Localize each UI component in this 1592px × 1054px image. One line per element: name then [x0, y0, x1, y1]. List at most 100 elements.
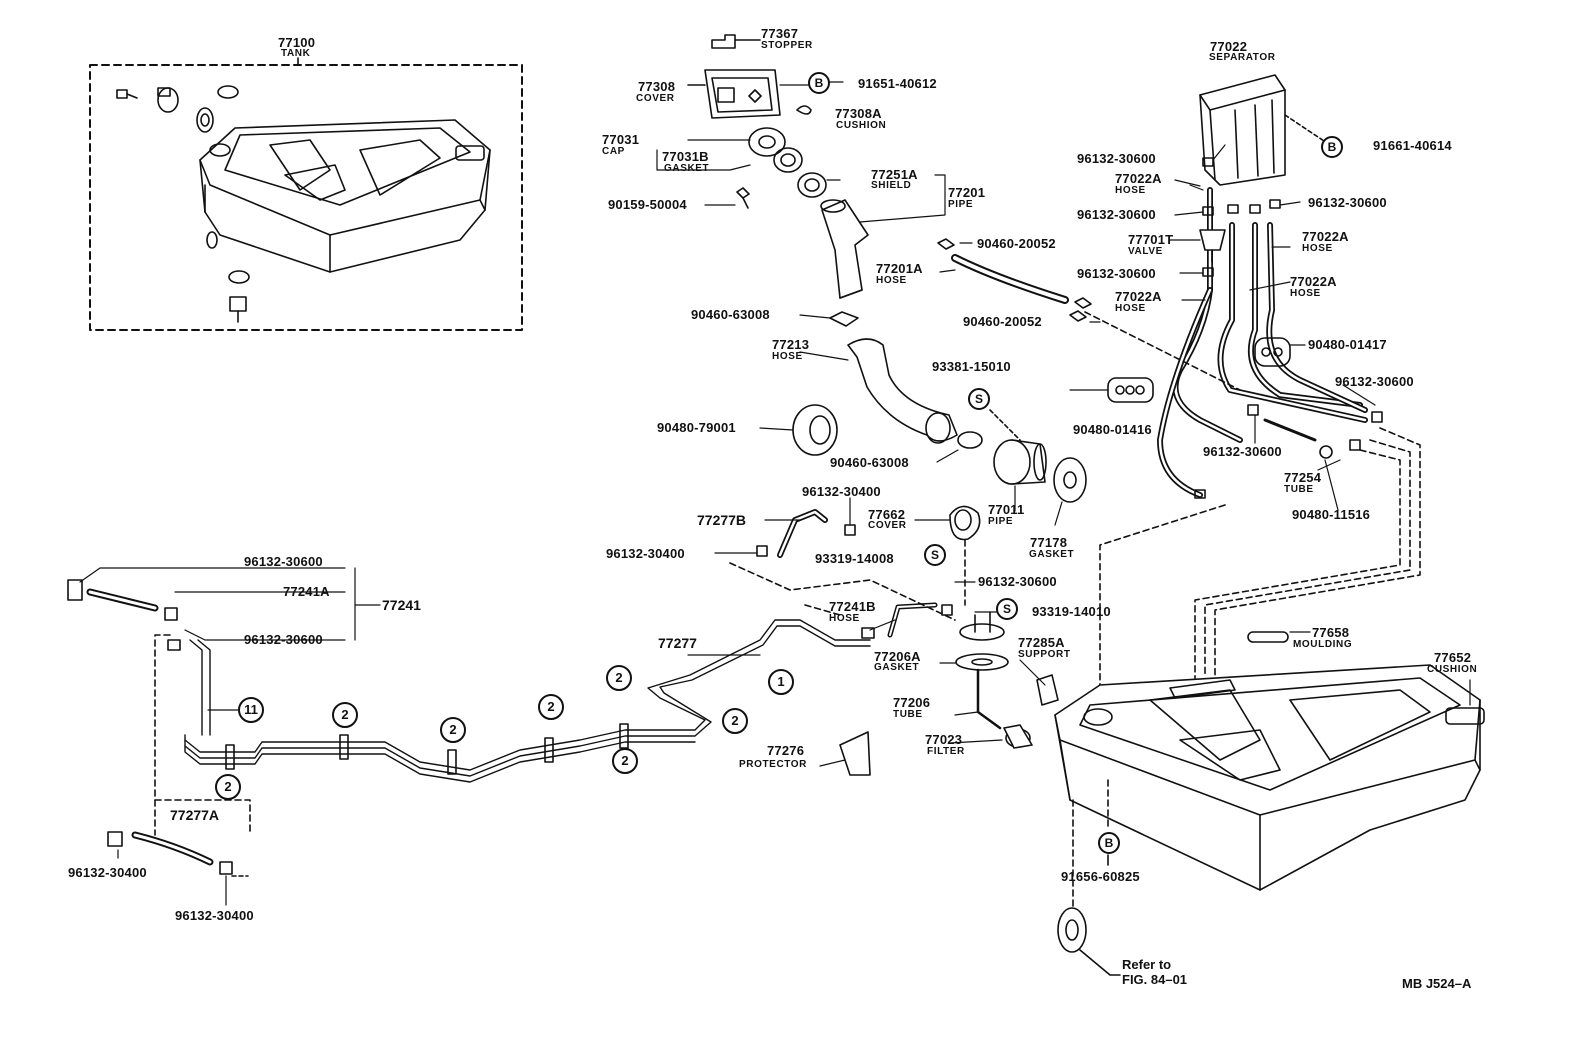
part-77276-name: PROTECTOR [739, 759, 807, 770]
part-96132-r6-number: 96132-30600 [1203, 444, 1282, 459]
callout-2-e: 2 [606, 665, 632, 691]
part-77022A-1-name: HOSE [1115, 185, 1146, 196]
symbol-s-callout-2: S [924, 544, 946, 566]
part-77251A-number: 77251A [871, 167, 918, 182]
part-77023-name: FILTER [927, 746, 965, 757]
part-77701T-name: VALVE [1128, 246, 1163, 257]
sender-drawing [729, 539, 1059, 776]
part-77658-name: MOULDING [1293, 639, 1353, 650]
part-77011-name: PIPE [988, 516, 1014, 527]
part-93381-number: 93381-15010 [932, 359, 1011, 374]
part-90480-01417-number: 90480-01417 [1308, 337, 1387, 352]
part-96132-r4-number: 96132-30600 [1077, 266, 1156, 281]
part-93319-14010-number: 93319-14010 [1032, 604, 1111, 619]
part-77201-number: 77201 [948, 185, 986, 200]
part-77308-name: COVER [636, 93, 675, 104]
part-77201A-name: HOSE [876, 275, 907, 286]
callout-2-g: 2 [215, 774, 241, 800]
part-77023-number: 77023 [925, 732, 963, 747]
symbol-b-callout-3: B [1098, 832, 1120, 854]
part-77022A-1-number: 77022A [1115, 171, 1162, 186]
part-77241A-number: 77241A [283, 584, 330, 599]
part-77241B-number: 77241B [829, 599, 876, 614]
symbol-b-callout: B [808, 72, 830, 94]
part-96132-30600-m-number: 96132-30600 [978, 574, 1057, 589]
callout-2-a: 2 [332, 702, 358, 728]
part-96132-30600-a-number: 96132-30600 [244, 554, 323, 569]
part-77022A-2-number: 77022A [1302, 229, 1349, 244]
part-77367-name: STOPPER [761, 40, 813, 51]
part-96132-30400-c-number: 96132-30400 [68, 865, 147, 880]
part-77701T-number: 77701T [1128, 232, 1174, 247]
part-77022A-3-name: HOSE [1290, 288, 1321, 299]
refer-note-line1: Refer to [1122, 957, 1172, 972]
part-77206-number: 77206 [893, 695, 931, 710]
callout-2-f: 2 [722, 708, 748, 734]
part-77254-number: 77254 [1284, 470, 1322, 485]
part-77206-name: TUBE [893, 709, 923, 720]
part-77031-number: 77031 [602, 132, 640, 147]
part-77201-name: PIPE [948, 199, 974, 210]
part-77276-number: 77276 [767, 743, 805, 758]
part-77658-number: 77658 [1312, 625, 1350, 640]
part-77022-number: 77022 [1210, 39, 1248, 54]
part-77254-name: TUBE [1284, 484, 1314, 495]
part-77285A-name: SUPPORT [1018, 649, 1071, 660]
part-77213-name: HOSE [772, 351, 803, 362]
callout-2-d: 2 [612, 748, 638, 774]
part-96132-30400-d-number: 96132-30400 [175, 908, 254, 923]
part-77251A-name: SHIELD [871, 180, 912, 191]
tank-part-name: TANK [281, 48, 311, 59]
main-tank-drawing [1054, 631, 1485, 976]
tank-part-number: 77100 [278, 35, 316, 50]
part-96132-30600-b-number: 96132-30600 [244, 632, 323, 647]
part-77308-number: 77308 [638, 79, 676, 94]
part-77277-number: 77277 [658, 635, 697, 651]
part-96132-r3-number: 96132-30600 [1308, 195, 1387, 210]
tank-inset-frame [89, 57, 523, 331]
callout-2-c: 2 [538, 694, 564, 720]
part-91651-number: 91651-40612 [858, 76, 937, 91]
part-77662-name: COVER [868, 520, 907, 531]
part-90460-63008-b-number: 90460-63008 [830, 455, 909, 470]
part-93319-14008-number: 93319-14008 [815, 551, 894, 566]
part-77308A-name: CUSHION [836, 120, 887, 131]
part-77022A-4-number: 77022A [1115, 289, 1162, 304]
part-90460-20052-b-number: 90460-20052 [963, 314, 1042, 329]
part-77022A-4-name: HOSE [1115, 303, 1146, 314]
part-77277B-number: 77277B [697, 512, 747, 528]
callout-11: 11 [238, 697, 264, 723]
symbol-s-callout-1: S [968, 388, 990, 410]
part-77022A-2-name: HOSE [1302, 243, 1333, 254]
part-90460-63008-a-number: 90460-63008 [691, 307, 770, 322]
figure-code: MB J524–A [1402, 976, 1472, 991]
part-77662-number: 77662 [868, 507, 906, 522]
part-77652-number: 77652 [1434, 650, 1472, 665]
refer-note-line2: FIG. 84–01 [1122, 972, 1188, 987]
part-90159-number: 90159-50004 [608, 197, 687, 212]
symbol-b-callout-2: B [1321, 136, 1343, 158]
leader-lines [79, 39, 1471, 906]
callout-1: 1 [768, 669, 794, 695]
part-77367-number: 77367 [761, 26, 799, 41]
part-77206A-number: 77206A [874, 649, 921, 664]
part-77241B-name: HOSE [829, 613, 860, 624]
part-77285A-number: 77285A [1018, 635, 1065, 650]
part-90480-01416-number: 90480-01416 [1073, 422, 1152, 437]
part-77277A-number: 77277A [170, 807, 220, 823]
part-77031B-name: GASKET [664, 163, 710, 174]
part-96132-30400-b-number: 96132-30400 [606, 546, 685, 561]
callout-2-b: 2 [440, 717, 466, 743]
part-96132-r1-number: 96132-30600 [1077, 151, 1156, 166]
part-90460-20052-a-number: 90460-20052 [977, 236, 1056, 251]
part-77031B-number: 77031B [662, 149, 709, 164]
part-90480-79001-number: 90480-79001 [657, 420, 736, 435]
part-96132-r5-number: 96132-30600 [1335, 374, 1414, 389]
part-77201A-number: 77201A [876, 261, 923, 276]
part-96132-r2-number: 96132-30600 [1077, 207, 1156, 222]
tank-inset-drawing [116, 85, 491, 323]
part-77241-number: 77241 [382, 597, 421, 613]
part-91656-number: 91656-60825 [1061, 869, 1140, 884]
part-77652-name: CUSHION [1427, 664, 1478, 675]
